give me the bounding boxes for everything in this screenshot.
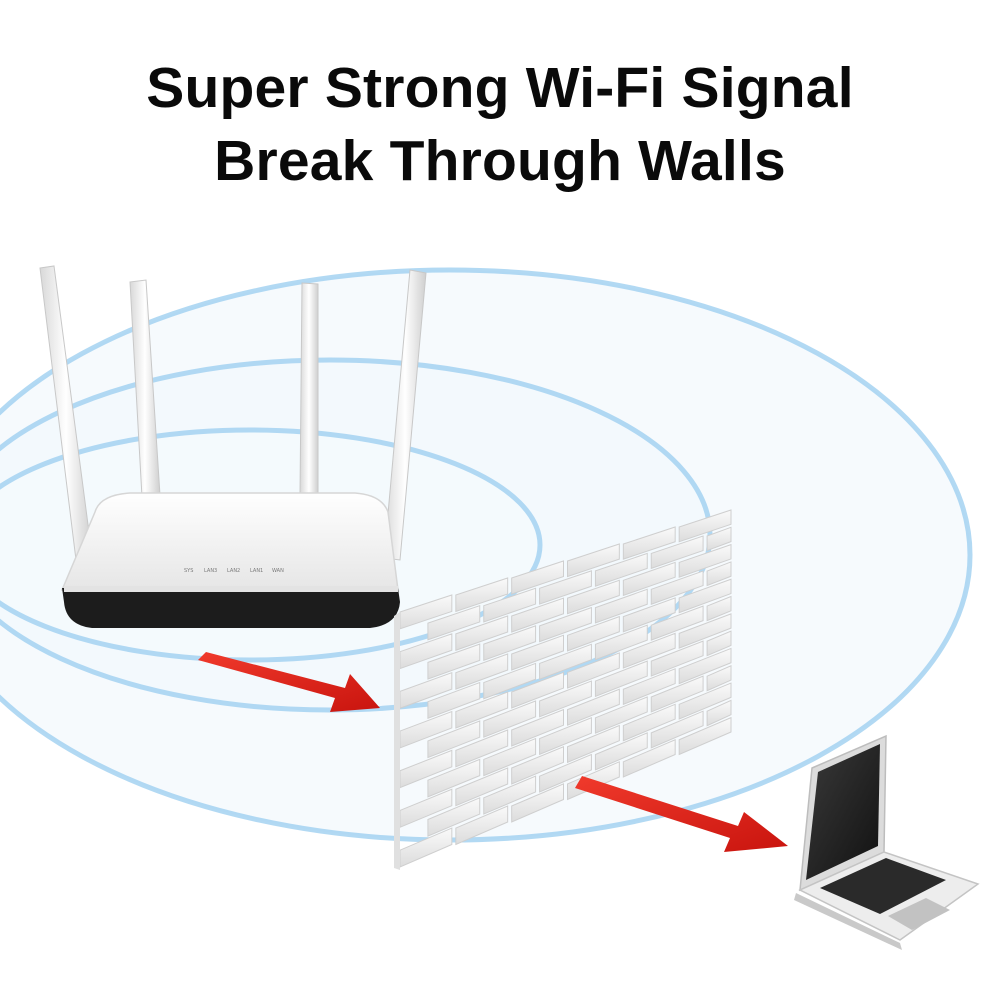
brick [622,668,676,706]
brick [650,605,704,641]
brick [511,671,564,709]
brick [706,526,732,552]
brick [567,579,620,615]
brick [455,653,509,690]
brick [594,588,648,624]
brick [678,578,732,614]
brick [483,700,537,738]
brick [706,595,732,622]
brick [622,739,676,778]
headline-line-1: Super Strong Wi-Fi Signal [146,56,854,120]
brick [706,561,732,587]
brick [455,729,509,768]
brick [427,720,481,759]
brick [427,681,481,720]
brick [483,662,537,700]
brick [539,680,592,718]
headline-line-2: Break Through Walls [214,129,786,193]
brick [455,805,509,846]
brick [594,660,648,698]
brick [678,509,732,543]
brick [483,625,537,662]
brick [427,605,481,641]
brick [483,587,537,623]
brick [622,561,676,597]
brick [511,746,564,785]
brick [622,597,676,633]
brick [455,577,509,613]
brick [567,615,620,652]
brick [483,775,537,815]
brick [511,708,564,747]
brick [622,703,676,742]
brick [427,758,481,798]
brick [567,652,620,689]
brick [706,699,732,727]
brick [706,630,732,657]
brick [594,552,648,587]
router-icon: SYS LAN3 LAN2 LAN1 WAN [39,265,427,628]
brick [511,560,564,595]
brick [594,624,648,661]
brick [455,767,509,807]
brick [455,691,509,729]
brick [594,732,648,771]
brick [427,797,481,837]
brick [622,526,676,560]
brick [511,634,564,671]
brick [678,543,732,578]
brick [427,643,481,680]
brick [594,696,648,734]
brick [567,724,620,764]
brick [539,717,592,756]
brick [455,615,509,651]
router-port-label-sys: SYS [184,568,193,574]
brick [678,647,732,685]
brick [622,632,676,669]
router-port-label-wan: WAN [272,568,284,574]
headline: Super Strong Wi-Fi Signal Break Through … [0,52,1000,198]
router-port-label-lan1: LAN1 [250,568,263,574]
brick [650,535,704,570]
brick [678,682,732,720]
brick [567,688,620,726]
brick [483,737,537,777]
brick [539,753,592,793]
brick-wall-icon [394,509,732,870]
brick-wall-edge [394,612,400,870]
brick [539,570,592,605]
brick [678,716,732,756]
brick [650,675,704,713]
router-port-label-lan3: LAN3 [204,568,217,574]
brick [650,570,704,605]
arrow-icon [198,652,380,712]
laptop-icon [794,734,980,950]
brick [706,665,732,692]
brick [539,643,592,680]
brick [650,710,704,749]
brick [567,543,620,578]
brick [539,606,592,643]
arrow-icon [575,776,788,852]
brick [511,597,564,633]
brick [511,783,564,823]
router-port-label-lan2: LAN2 [227,568,240,574]
brick [678,613,732,649]
brick [650,640,704,677]
